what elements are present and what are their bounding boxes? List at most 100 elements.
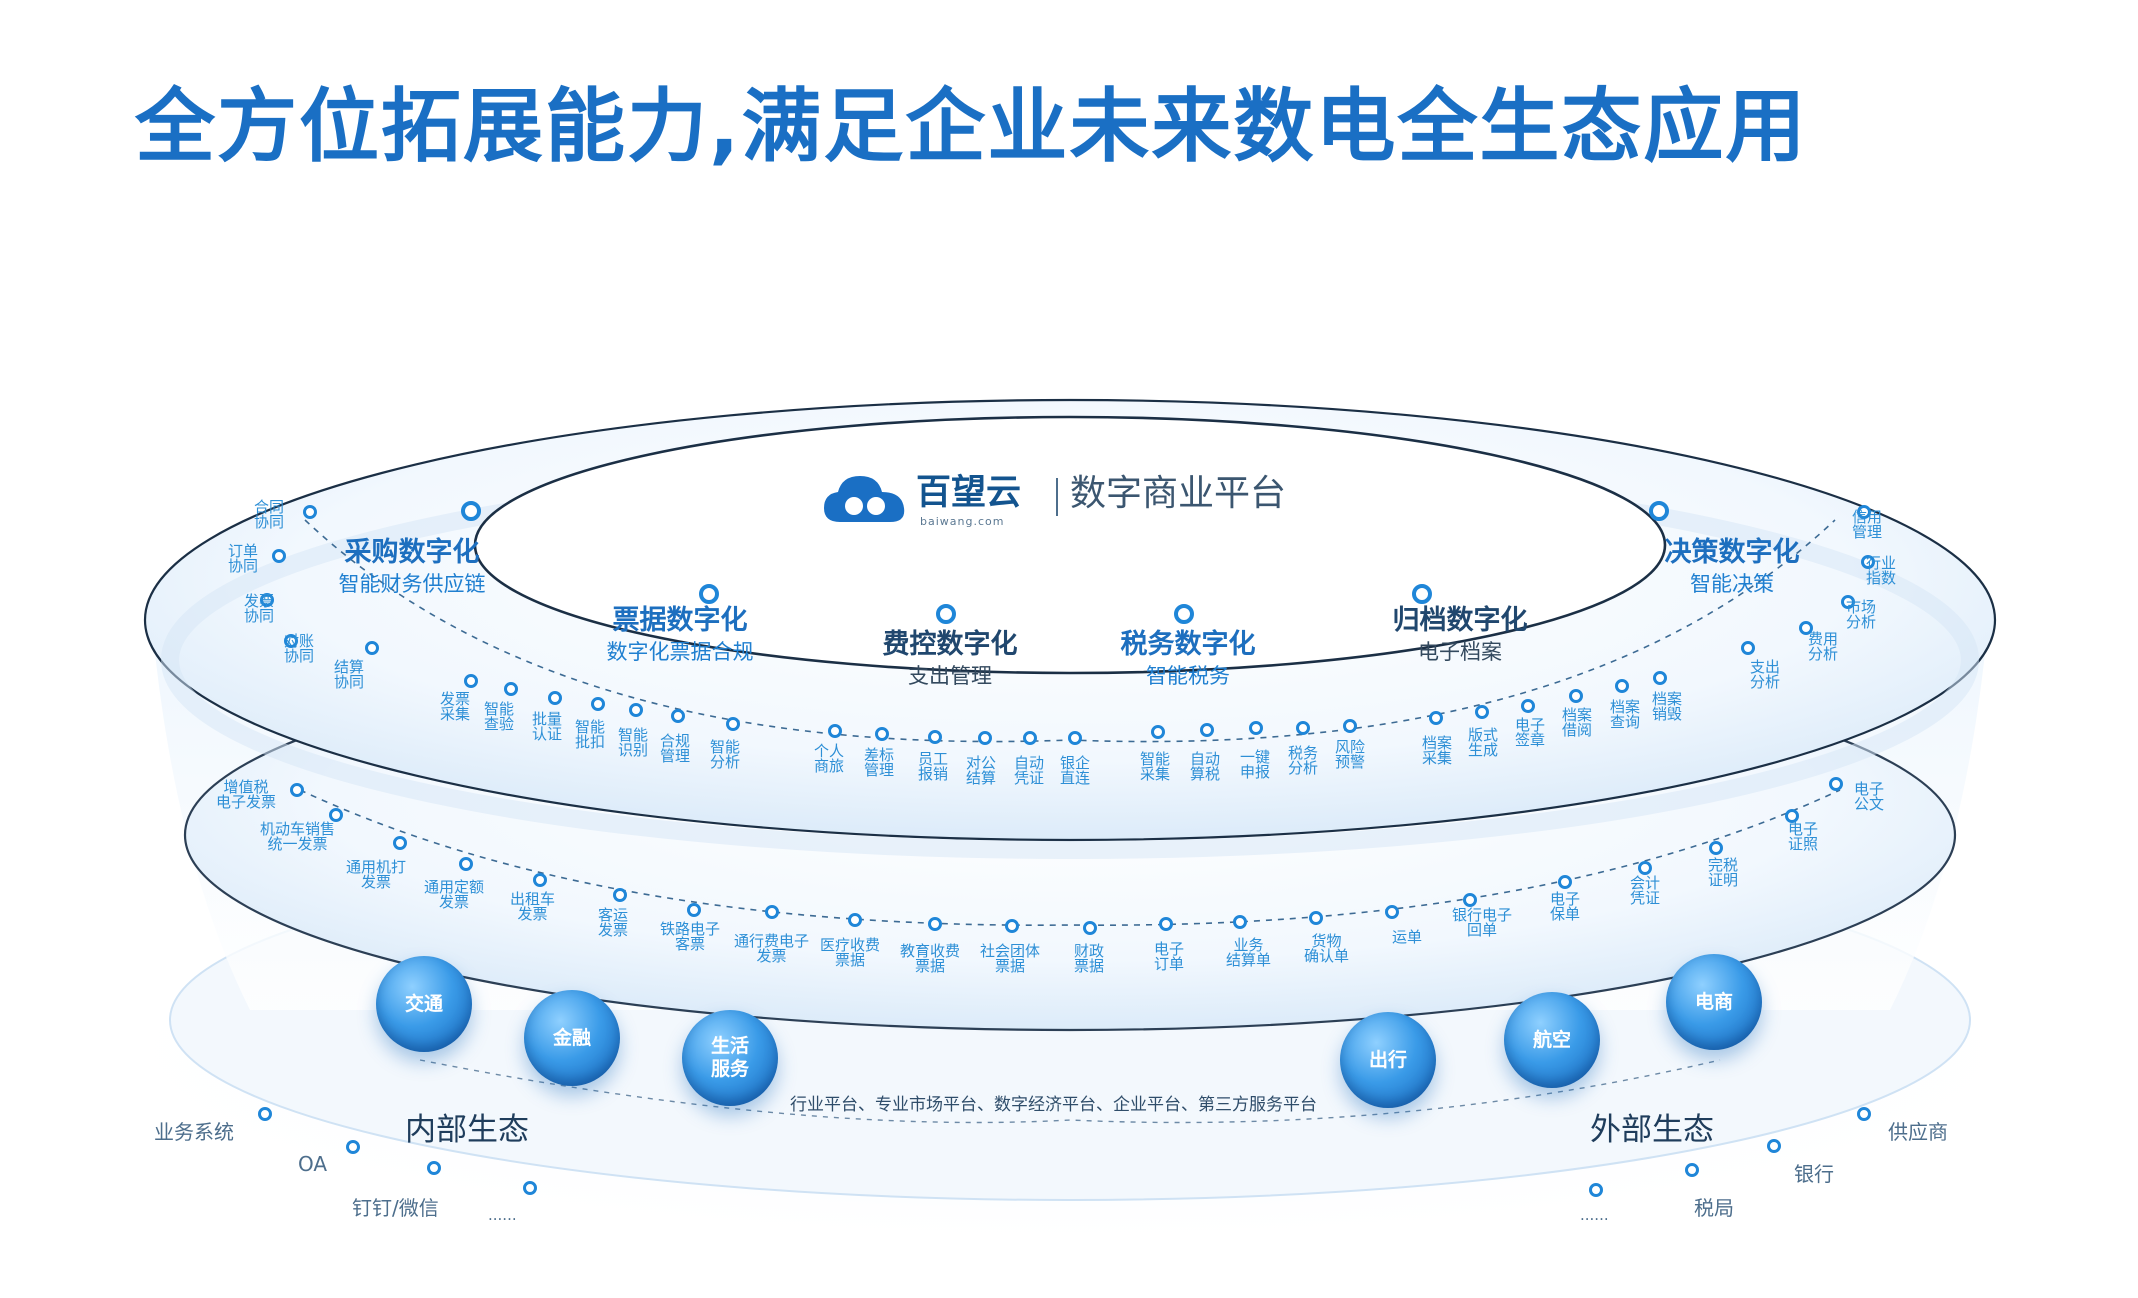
brand-domain: baiwang.com	[920, 515, 1005, 528]
connector-dot	[1005, 919, 1019, 933]
industry-sphere-transport: 交通	[376, 956, 472, 1052]
external-ecosystem-title: 外部生态	[1590, 1112, 1714, 1148]
industry-sphere-ecommerce: 电商	[1666, 954, 1762, 1050]
internal-item-more: ......	[488, 1206, 517, 1224]
connector-dot	[533, 873, 547, 887]
upper-right-item: 行业指数	[1866, 554, 1897, 587]
industry-sphere-aviation: 航空	[1504, 992, 1600, 1088]
connector-dot	[1083, 921, 1097, 935]
middle-item: 业务结算单	[1226, 936, 1272, 969]
category-subtitle: 电子档案	[1418, 640, 1502, 664]
connector-dot	[1249, 721, 1263, 735]
connector-dot	[1785, 809, 1799, 823]
middle-item: 增值税电子发票	[216, 778, 277, 811]
upper-front-item: 智能查验	[484, 700, 515, 733]
connector-dot	[928, 730, 942, 744]
upper-left-item: 发票协同	[244, 592, 275, 625]
upper-front-item: 版式生成	[1468, 726, 1499, 759]
connector-dot	[848, 913, 862, 927]
middle-item: 银行电子回单	[1452, 906, 1513, 939]
middle-item: 电子订单	[1154, 940, 1185, 973]
connector-dot	[1343, 719, 1357, 733]
connector-dot	[1463, 893, 1477, 907]
middle-item: 电子保单	[1550, 890, 1581, 923]
inner-ring	[473, 415, 1667, 675]
industry-sphere-life-services: 生活服务	[682, 1010, 778, 1106]
industry-sphere-finance: 金融	[524, 990, 620, 1086]
upper-front-item: 档案查询	[1610, 698, 1641, 731]
category-decision: 决策数字化 智能决策	[1665, 536, 1800, 598]
connector-dot	[591, 697, 605, 711]
connector-dot	[1653, 671, 1667, 685]
upper-front-item: 档案销毁	[1652, 690, 1683, 723]
middle-item: 通用定额发票	[424, 878, 485, 911]
upper-right-item: 费用分析	[1808, 630, 1839, 663]
category-subtitle: 智能财务供应链	[338, 572, 486, 596]
bottom-dashed-path	[419, 1059, 1721, 1124]
middle-item: 机动车销售统一发票	[260, 820, 336, 853]
connector-dot	[464, 674, 478, 688]
internal-item-oa: OA	[298, 1152, 328, 1176]
cloud-logo-icon	[824, 476, 905, 522]
upper-front-item: 发票采集	[440, 690, 471, 723]
connector-dot	[1233, 915, 1247, 929]
category-title: 票据数字化	[612, 605, 748, 636]
category-subtitle: 智能决策	[1690, 572, 1774, 596]
upper-front-item: 员工报销	[918, 750, 949, 783]
category-expense: 费控数字化 支出管理	[883, 628, 1018, 690]
upper-front-item: 风险预警	[1335, 738, 1366, 771]
connector-dot	[284, 634, 298, 648]
connector-dot	[272, 549, 286, 563]
industry-sphere-travel: 出行	[1340, 1012, 1436, 1108]
upper-front-item: 智能采集	[1140, 750, 1171, 783]
connector-dot	[1615, 679, 1629, 693]
middle-item: 社会团体票据	[980, 942, 1041, 975]
category-archive: 归档数字化 电子档案	[1393, 604, 1528, 666]
connector-dot	[1767, 1139, 1781, 1153]
connector-dot	[1385, 905, 1399, 919]
upper-right-item: 支出分析	[1750, 658, 1781, 691]
connector-dot	[613, 888, 627, 902]
middle-item: 通用机打发票	[346, 858, 407, 891]
upper-front-item: 一键申报	[1240, 748, 1271, 781]
upper-front-item: 批量认证	[532, 710, 563, 743]
middle-item: 会计凭证	[1630, 874, 1661, 907]
upper-left-item: 结算协同	[334, 658, 365, 691]
middle-item: 铁路电子客票	[660, 920, 721, 953]
connector-dot	[1569, 689, 1583, 703]
connector-dot	[687, 903, 701, 917]
connector-dot	[726, 717, 740, 731]
middle-item: 医疗收费票据	[820, 936, 881, 969]
connector-dot-large	[936, 604, 956, 624]
middle-item: 电子证照	[1788, 820, 1819, 853]
connector-dot	[258, 1107, 272, 1121]
connector-dot	[1685, 1163, 1699, 1177]
connector-dot	[1841, 595, 1855, 609]
connector-dot	[1309, 911, 1323, 925]
connector-dot	[1475, 705, 1489, 719]
connector-dot	[260, 593, 274, 607]
middle-item: 教育收费票据	[900, 942, 961, 975]
connector-dot	[928, 917, 942, 931]
connector-dot	[1159, 917, 1173, 931]
category-title: 归档数字化	[1392, 605, 1528, 636]
middle-item: 财政票据	[1074, 942, 1105, 975]
category-subtitle: 数字化票据合规	[606, 640, 754, 664]
upper-front-item: 差标管理	[864, 746, 895, 779]
upper-front-item: 档案借阅	[1562, 706, 1593, 739]
brand-tagline: 数字商业平台	[1070, 473, 1287, 514]
upper-right-item: 市场分析	[1846, 598, 1877, 631]
connector-dot	[1709, 841, 1723, 855]
middle-item: 客运发票	[598, 906, 629, 939]
connector-dot	[1068, 731, 1082, 745]
category-invoice: 票据数字化 数字化票据合规	[607, 604, 754, 666]
upper-front-item: 电子签章	[1515, 716, 1546, 749]
connector-dot	[765, 905, 779, 919]
platforms-text: 行业平台、专业市场平台、数字经济平台、企业平台、第三方服务平台	[790, 1095, 1317, 1115]
connector-dot-large	[1174, 604, 1194, 624]
connector-dot	[1429, 711, 1443, 725]
connector-dot-large	[699, 584, 719, 604]
connector-dot	[290, 783, 304, 797]
middle-item: 货物确认单	[1304, 932, 1350, 965]
connector-dot	[1857, 505, 1871, 519]
